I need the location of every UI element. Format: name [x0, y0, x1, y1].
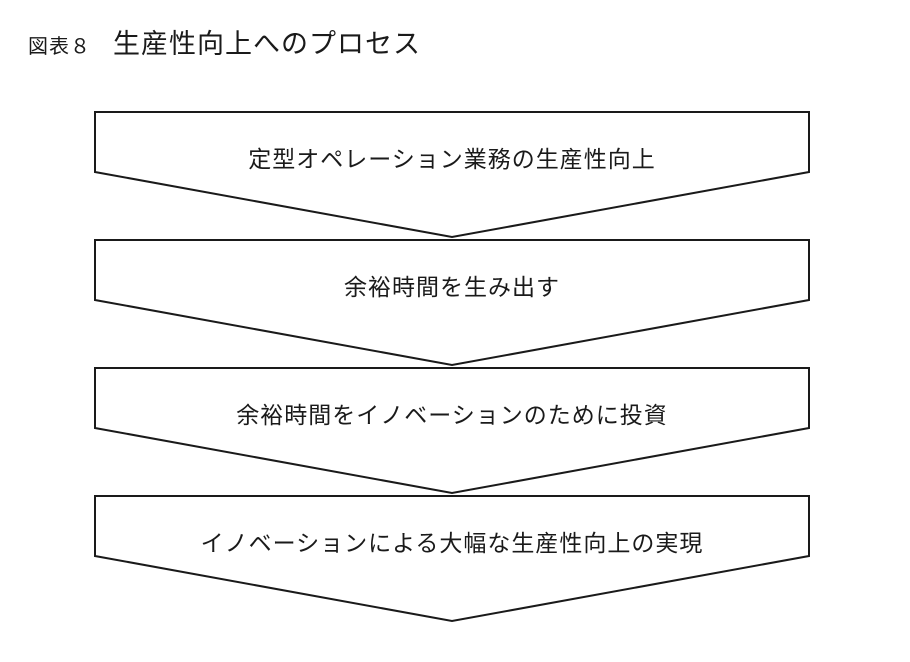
figure-caption: 生産性向上へのプロセス [113, 29, 421, 60]
figure-number: 図表８ [28, 34, 91, 58]
process-step-label: 余裕時間をイノベーションのために投資 [236, 403, 668, 429]
process-step-label: イノベーションによる大幅な生産性向上の実現 [200, 531, 704, 557]
process-step-4: イノベーションによる大幅な生産性向上の実現 [94, 495, 810, 626]
chevron-arrow-shape [94, 239, 810, 367]
process-step-label: 余裕時間を生み出す [344, 275, 560, 301]
chevron-arrow-shape [94, 111, 810, 239]
process-step-3: 余裕時間をイノベーションのために投資 [94, 367, 810, 498]
process-step-2: 余裕時間を生み出す [94, 239, 810, 370]
chevron-arrow-shape [94, 495, 810, 623]
figure-title: 図表８ 生産性向上へのプロセス [28, 22, 421, 62]
process-step-1: 定型オペレーション業務の生産性向上 [94, 111, 810, 242]
process-step-label: 定型オペレーション業務の生産性向上 [248, 147, 656, 173]
chevron-arrow-shape [94, 367, 810, 495]
